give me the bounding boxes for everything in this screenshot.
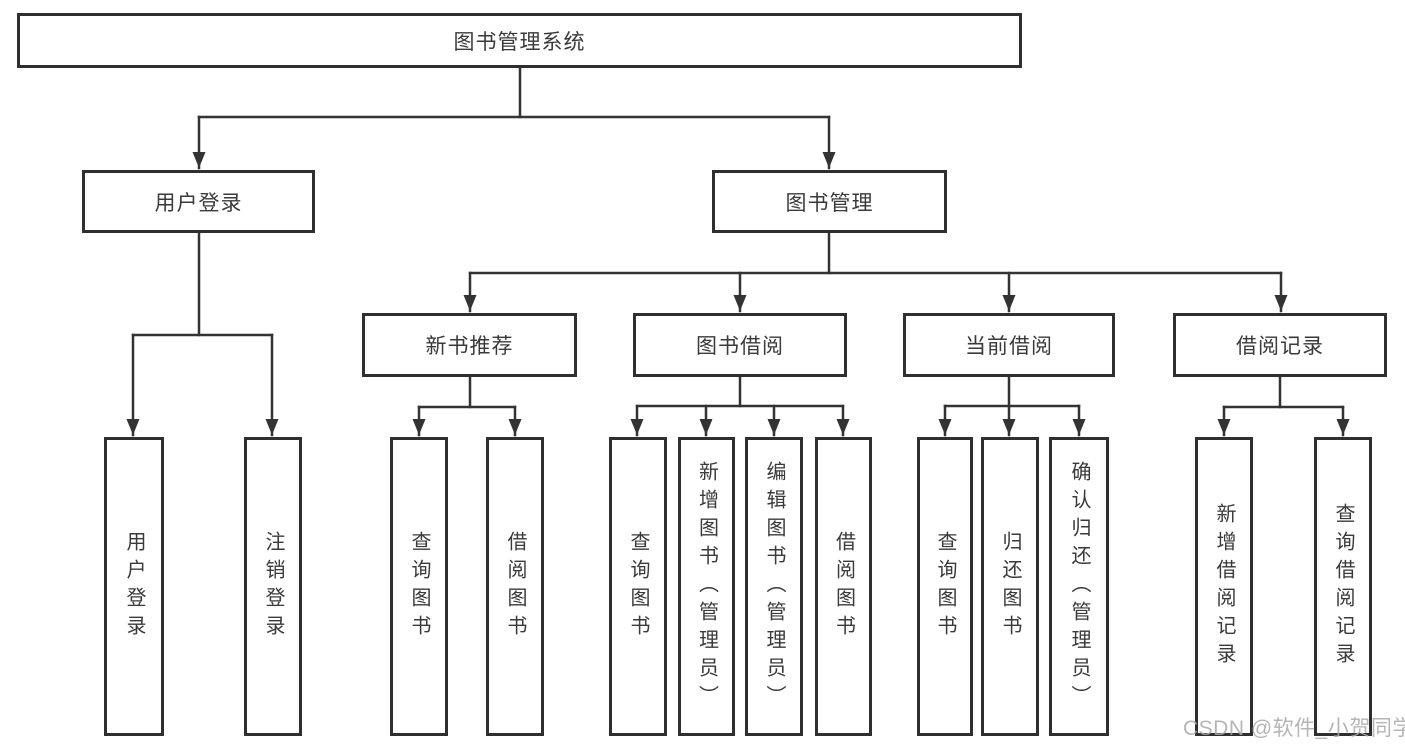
leaf-confirm-return-admin: 确认归还（管理员） bbox=[1049, 437, 1109, 736]
leaf-edit-books-admin: 编辑图书（管理员） bbox=[745, 437, 803, 736]
leaf-query-books-recommend: 查询图书 bbox=[390, 437, 448, 736]
node-user-login: 用户登录 bbox=[82, 170, 315, 233]
leaf-query-books-borrow: 查询图书 bbox=[609, 437, 667, 736]
node-book-management: 图书管理 bbox=[712, 170, 947, 233]
leaf-borrow-books: 借阅图书 bbox=[815, 437, 872, 736]
leaf-add-borrow-record: 新增借阅记录 bbox=[1195, 437, 1253, 736]
leaf-return-books: 归还图书 bbox=[981, 437, 1039, 736]
node-current-borrow: 当前借阅 bbox=[903, 313, 1115, 377]
node-root-system: 图书管理系统 bbox=[17, 13, 1022, 68]
leaf-borrow-books-recommend: 借阅图书 bbox=[486, 437, 544, 736]
node-book-borrow: 图书借阅 bbox=[633, 313, 847, 377]
node-new-book-recommend: 新书推荐 bbox=[362, 313, 577, 377]
leaf-query-books-current: 查询图书 bbox=[917, 437, 973, 736]
leaf-user-login: 用户登录 bbox=[104, 437, 164, 736]
node-borrow-record: 借阅记录 bbox=[1173, 313, 1387, 377]
csdn-watermark: CSDN @软件_小贺同学 bbox=[1183, 717, 1405, 740]
leaf-add-books-admin: 新增图书（管理员） bbox=[678, 437, 735, 736]
leaf-logout: 注销登录 bbox=[244, 437, 302, 736]
leaf-query-borrow-record: 查询借阅记录 bbox=[1314, 437, 1372, 736]
